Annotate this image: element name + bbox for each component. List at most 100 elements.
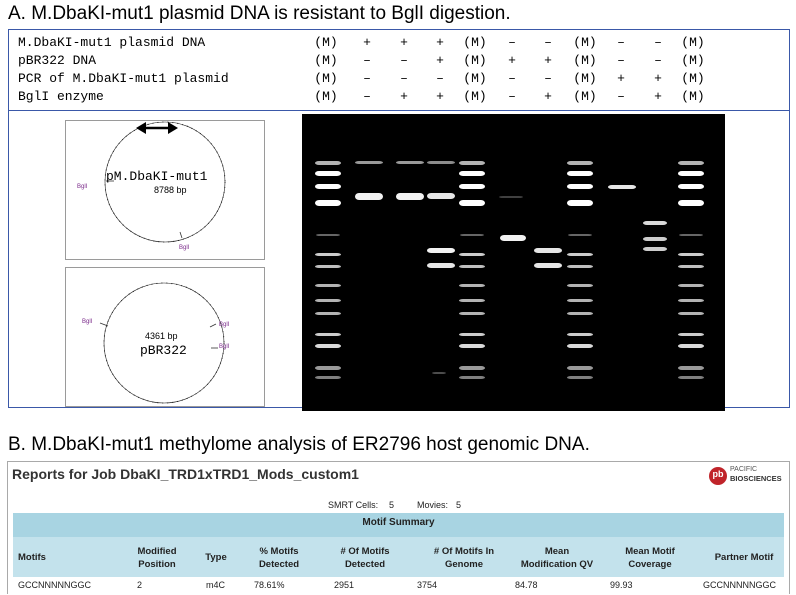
lane-symbol: + <box>617 71 625 86</box>
lane-symbol: – <box>544 35 552 50</box>
gel-band <box>567 284 593 287</box>
pb-logo-text: pb <box>712 469 724 479</box>
lane-symbol: (M) <box>463 35 487 50</box>
lane-symbol: – <box>617 35 625 50</box>
lane-symbol: (M) <box>463 53 487 68</box>
gel-band <box>427 248 455 253</box>
modified-position-cell: 2 <box>137 580 143 590</box>
panel-a-heading: A. M.DbaKI-mut1 plasmid DNA is resistant… <box>8 3 511 24</box>
gel-band <box>459 184 485 189</box>
column-header[interactable]: Mean Modification QV <box>520 546 594 570</box>
report-title: Reports for Job DbaKI_TRD1xTRD1_Mods_cus… <box>12 466 359 482</box>
agarose-gel-image <box>302 114 725 411</box>
motifs-detected-cell: 2951 <box>334 580 355 590</box>
column-header[interactable]: Modified Position <box>137 546 177 570</box>
gel-band <box>459 265 485 268</box>
bgli-site-label: BglI <box>179 245 190 251</box>
motifs-in-genome-cell: 3754 <box>417 580 438 590</box>
gel-band <box>567 376 593 379</box>
movies-label: Movies: <box>417 500 449 510</box>
lane-symbol: + <box>654 89 662 104</box>
lane-symbol: (M) <box>681 35 705 50</box>
gel-band <box>678 253 704 256</box>
gel-band <box>499 196 523 198</box>
motif-summary-title: Motif Summary <box>362 517 435 528</box>
gel-band <box>459 200 485 206</box>
pb-logo-icon <box>709 467 727 485</box>
lane-symbol: – <box>617 89 625 104</box>
bgli-site-label: BglI <box>77 184 88 190</box>
lane-symbol: (M) <box>573 35 597 50</box>
gel-band <box>459 376 485 379</box>
lane-symbol: + <box>400 89 408 104</box>
gel-band <box>678 265 704 268</box>
gel-band <box>315 344 341 348</box>
lane-symbol: (M) <box>573 71 597 86</box>
gel-band <box>678 161 704 165</box>
gel-band <box>459 171 485 176</box>
bgli-site-label: BglI <box>219 344 230 350</box>
lane-symbol: + <box>508 53 516 68</box>
column-header[interactable]: Motifs <box>18 552 46 563</box>
lane-symbol: – <box>508 71 516 86</box>
gel-band <box>568 234 592 236</box>
column-header[interactable]: # Of Motifs Detected <box>340 546 390 570</box>
column-header[interactable]: % Motifs Detected <box>258 546 300 570</box>
plasmid-size: 4361 bp <box>145 331 178 341</box>
row-label: BglI enzyme <box>18 89 104 104</box>
gel-band <box>459 333 485 336</box>
column-header[interactable]: Mean Motif Coverage <box>625 546 675 570</box>
gel-band <box>315 265 341 268</box>
lane-symbol: – <box>363 53 371 68</box>
gel-band <box>396 161 424 164</box>
lane-symbol: + <box>400 35 408 50</box>
gel-band <box>678 333 704 336</box>
column-header[interactable]: # Of Motifs In Genome <box>433 546 495 570</box>
gel-band <box>678 312 704 315</box>
row-label: M.DbaKI-mut1 plasmid DNA <box>18 35 206 50</box>
smrt-cells-value: 5 <box>389 500 395 510</box>
gel-band <box>427 161 455 164</box>
gel-band <box>567 161 593 165</box>
lane-symbol: + <box>544 53 552 68</box>
lane-symbol: + <box>436 53 444 68</box>
gel-band <box>678 376 704 379</box>
mean-qv-cell: 84.78 <box>515 580 538 590</box>
panel-b-heading: B. M.DbaKI-mut1 methylome analysis of ER… <box>8 434 590 455</box>
gel-band <box>567 200 593 206</box>
lane-symbol: – <box>654 35 662 50</box>
gel-band <box>679 234 703 236</box>
pacbio-report-window: Reports for Job DbaKI_TRD1xTRD1_Mods_cus… <box>7 461 790 595</box>
gel-band <box>396 193 424 200</box>
gel-band <box>315 376 341 379</box>
gel-band <box>567 344 593 348</box>
gel-band <box>315 312 341 315</box>
plasmid-name: pBR322 <box>140 343 187 358</box>
column-header[interactable]: Type <box>205 552 227 563</box>
gel-band <box>643 247 667 251</box>
gel-band <box>459 299 485 302</box>
panel-a-frame: M.DbaKI-mut1 plasmid DNA (M) + + + (M) –… <box>8 29 790 411</box>
gel-band <box>567 253 593 256</box>
bgli-site-label: BglI <box>82 319 93 325</box>
lane-symbol: – <box>436 71 444 86</box>
gel-band <box>315 366 341 370</box>
lane-symbol: + <box>436 35 444 50</box>
gel-band <box>608 185 636 189</box>
bgli-site-label: BglI <box>219 322 230 328</box>
motif-table-header: Motifs Modified Position Type % Motifs D… <box>13 537 784 577</box>
gel-band <box>459 344 485 348</box>
plasmid-circle-icon <box>99 282 225 404</box>
table-row: pBR322 DNA (M) – – + (M) + + (M) – – (M) <box>9 53 789 71</box>
gel-band <box>355 193 383 200</box>
lane-symbol: – <box>617 53 625 68</box>
gel-band <box>459 253 485 256</box>
table-row: GCCNNNNNGGC 2 m4C 78.61% 2951 3754 84.78… <box>13 577 784 595</box>
partner-motif-cell: GCCNNNNNGGC <box>703 580 776 590</box>
gel-band <box>567 312 593 315</box>
gel-band <box>355 161 383 164</box>
column-header[interactable]: Partner Motif <box>714 552 774 563</box>
motif-summary-panel: Motif Summary Motifs Modified Position T… <box>13 513 784 595</box>
gel-band <box>643 237 667 241</box>
gel-band <box>678 299 704 302</box>
